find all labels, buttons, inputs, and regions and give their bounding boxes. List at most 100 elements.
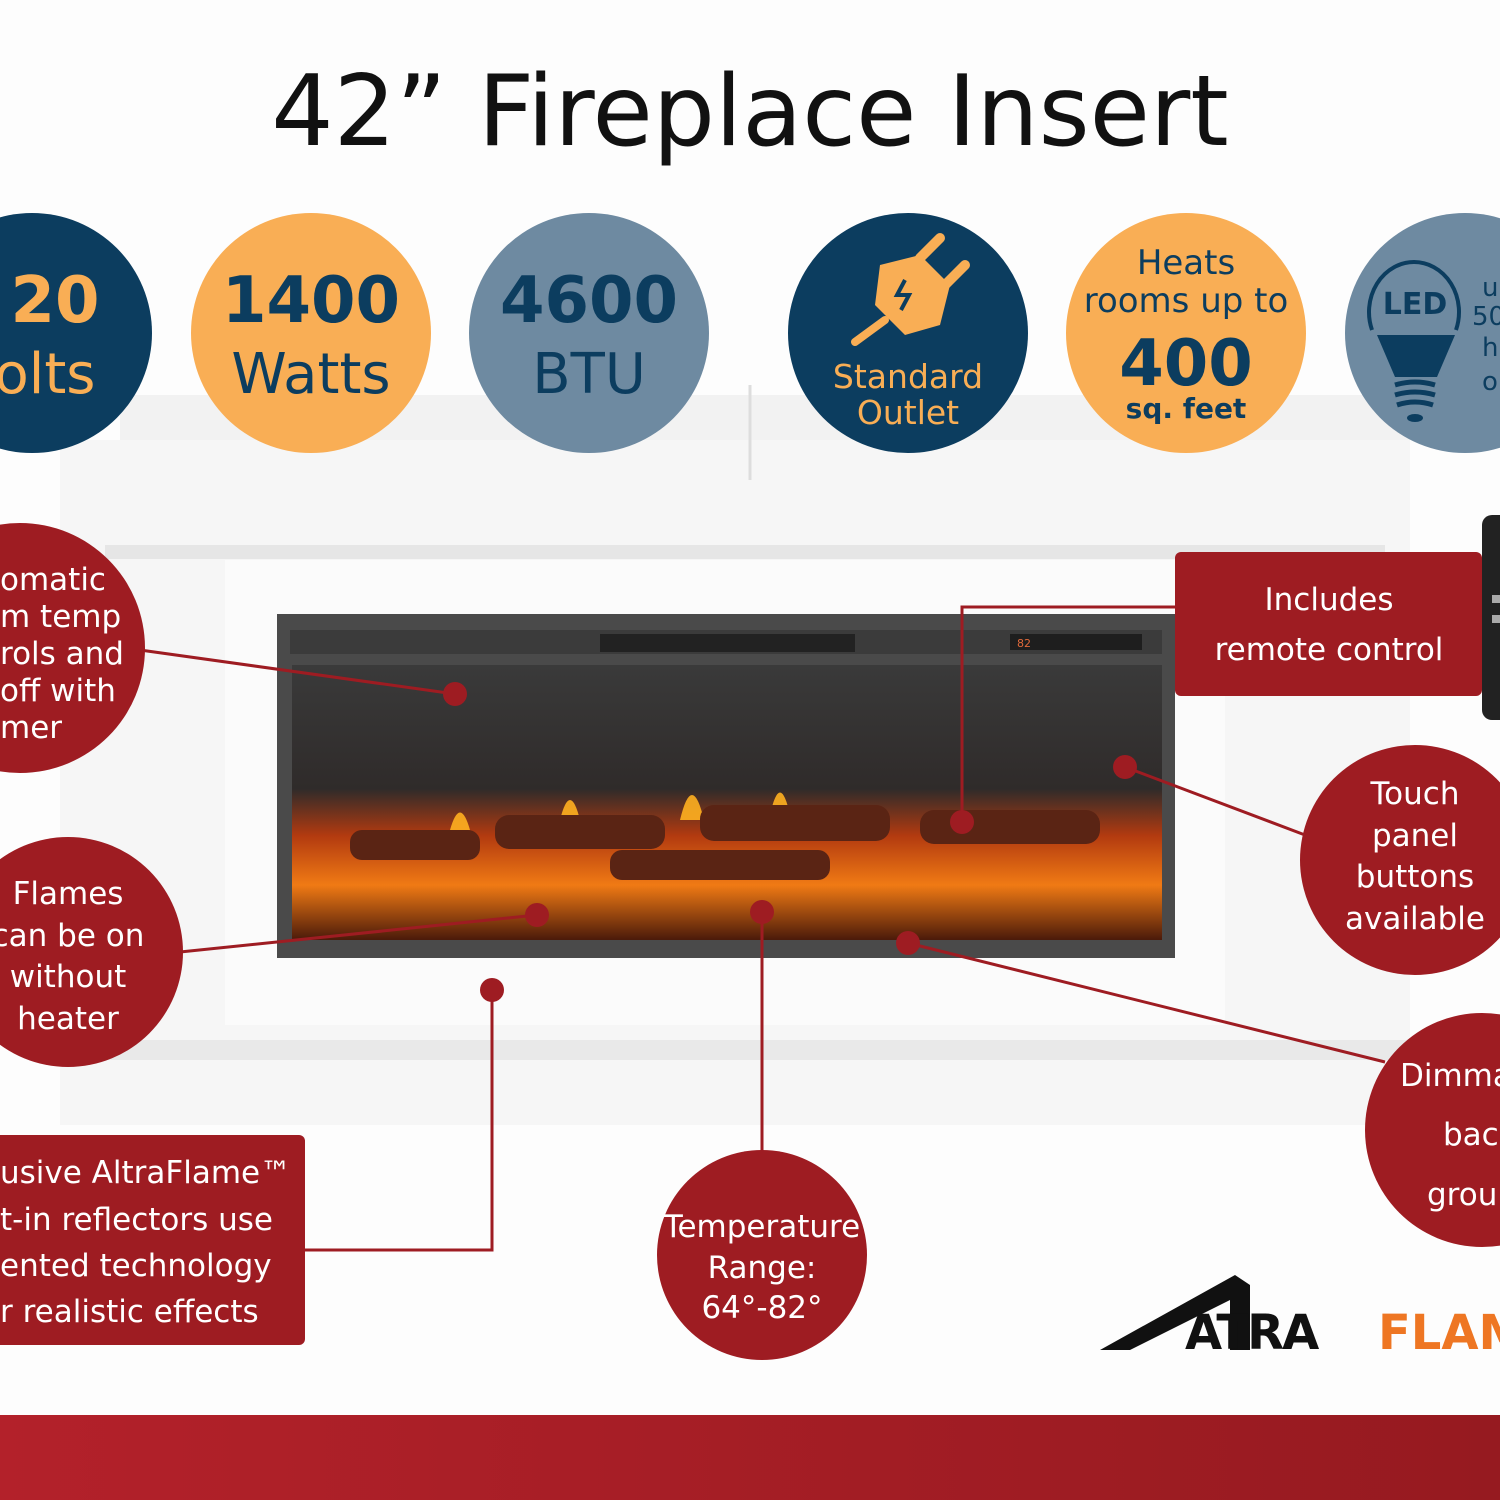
callout-dots-part (1113, 755, 1137, 779)
spec-btu-part: 4600 (500, 264, 678, 338)
callout-altraflame-part: usive AltraFlame™ t-in reflectors use en… (0, 1155, 291, 1330)
spec-btu-part: BTU (532, 342, 646, 407)
callout-dots-part (525, 903, 549, 927)
plug-icon-part (851, 316, 889, 346)
fireplace-insert-part-part (350, 830, 480, 860)
spec-heats-part (1066, 213, 1306, 453)
callout-thermostat-part-part: mer (0, 710, 62, 746)
spec-watts-part (191, 213, 431, 453)
callout-dots-part (950, 810, 974, 834)
altraflame-logo-part (1100, 1275, 1250, 1350)
callout-remote-part-part: remote control (1215, 632, 1444, 668)
mantle-part (60, 1040, 1410, 1060)
spec-heats-part: rooms up to (1084, 281, 1289, 321)
callout-altraflame: usive AltraFlame™ t-in reflectors use en… (0, 1135, 305, 1345)
callout-lines-part (960, 605, 1180, 822)
plug-icon-part (893, 279, 913, 311)
led-bulb-icon-part: LED (1383, 287, 1448, 322)
callout-thermostat-part: omatic m temp rols and off with mer (0, 562, 124, 746)
remote-control-device-part (1482, 515, 1500, 720)
callout-dots-part (896, 931, 920, 955)
spec-volts: 20 olts (0, 213, 152, 453)
mantle-part (105, 545, 1385, 559)
callout-dimmable-part: Dimma back grou (1400, 1058, 1500, 1213)
callout-dots-part (443, 682, 467, 706)
spec-volts-part: olts (0, 342, 95, 407)
callout-dimmable: Dimma back grou (1365, 1013, 1500, 1247)
spec-heats-part: 400 (1119, 327, 1253, 401)
callout-dimmable-part-part: Dimma (1400, 1058, 1500, 1094)
callout-lines-part (300, 990, 494, 1252)
callout-flames-part (0, 837, 183, 1067)
spec-watts-part: 1400 (222, 264, 400, 338)
callout-remote-part-part: Includes (1265, 582, 1394, 618)
fireplace-insert-part-part (920, 810, 1100, 844)
spec-heats-part: Heats (1137, 243, 1235, 283)
spec-volts-part (0, 213, 152, 453)
fireplace-insert-part-part (450, 812, 470, 830)
remote-control-device-part (1492, 615, 1500, 623)
footer-band (0, 1415, 1500, 1500)
altraflame-logo: A​TRA FLAM (1100, 1275, 1500, 1361)
plug-icon-part (915, 233, 945, 263)
callout-touch-panel: Touch panel buttons available (1300, 745, 1500, 975)
spec-heats-part: sq. feet (1126, 392, 1247, 425)
callout-lines-part (907, 941, 1386, 1064)
callout-temperature-part: Temperature Range: 64°-82° (663, 1209, 860, 1326)
callout-flames-part-part: without (10, 959, 127, 995)
fireplace-insert-part-part (610, 850, 830, 880)
plug-icon-part (875, 255, 950, 335)
callout-touch-panel-part (1300, 745, 1500, 975)
vent-grille (600, 634, 855, 652)
spec-outlet: Standard Outlet (788, 213, 1028, 453)
spec-led: LED u 50 h o (1345, 213, 1500, 453)
callout-lines (139, 605, 1386, 1252)
callout-flames-part-part: can be on (0, 918, 144, 954)
callout-temperature-part (657, 1150, 867, 1360)
callout-thermostat-part-part: m temp (0, 599, 121, 635)
spec-led-part-part: o (1482, 367, 1498, 397)
remote-control-device-part (1492, 595, 1500, 603)
control-panel[interactable] (1010, 634, 1142, 650)
callout-thermostat-part (0, 523, 145, 773)
callout-temperature-part-part: 64°-82° (701, 1290, 822, 1326)
spec-led-part: u 50 h o (1472, 273, 1500, 397)
insert-temp-display: 82 (1017, 637, 1031, 650)
callout-touch-panel-part-part: buttons (1356, 859, 1474, 895)
fireplace-insert: 82 (277, 614, 1175, 958)
led-bulb-icon-part-part (1396, 399, 1434, 408)
callout-touch-panel-part: Touch panel buttons available (1345, 776, 1485, 937)
callout-lines-part (1124, 765, 1306, 837)
callout-temperature: Temperature Range: 64°-82° (657, 1150, 867, 1360)
led-bulb-icon-part (1377, 335, 1455, 377)
fireplace-insert-part-part (495, 815, 665, 849)
led-bulb-icon-part (1394, 379, 1436, 408)
callout-remote-part (1175, 552, 1482, 696)
callout-lines-part (179, 913, 538, 954)
spec-volts-part: 20 (10, 264, 99, 338)
fireplace-insert-part-part (680, 795, 704, 820)
callout-flames: Flames can be on without heater (0, 837, 183, 1067)
callout-lines-part (139, 648, 456, 696)
spec-led-part-part: h (1482, 333, 1498, 363)
altraflame-logo-part: FLAM (1378, 1305, 1500, 1361)
callout-altraflame-part-part: ented technology (0, 1248, 272, 1284)
callout-thermostat-part-part: off with (0, 673, 116, 709)
led-bulb-icon-part (1407, 414, 1423, 422)
led-bulb-icon: LED (1367, 260, 1461, 422)
callout-flames-part: Flames can be on without heater (0, 876, 144, 1037)
callout-flames-part-part: Flames (13, 876, 124, 912)
led-bulb-icon-part-part (1394, 389, 1436, 398)
callout-dots-part (480, 978, 504, 1002)
callout-remote: Includes remote control (1175, 552, 1482, 696)
callout-temperature-part-part: Range: (708, 1250, 817, 1286)
callout-flames-part-part: heater (17, 1001, 119, 1037)
callout-altraflame-part (0, 1135, 305, 1345)
spec-btu: 4600 BTU (469, 213, 709, 453)
spec-led-part-part: 50 (1472, 302, 1500, 332)
callout-altraflame-part-part: t-in reflectors use (0, 1202, 273, 1238)
spec-watts-part: Watts (231, 342, 390, 407)
callout-thermostat-part-part: omatic (0, 562, 106, 598)
